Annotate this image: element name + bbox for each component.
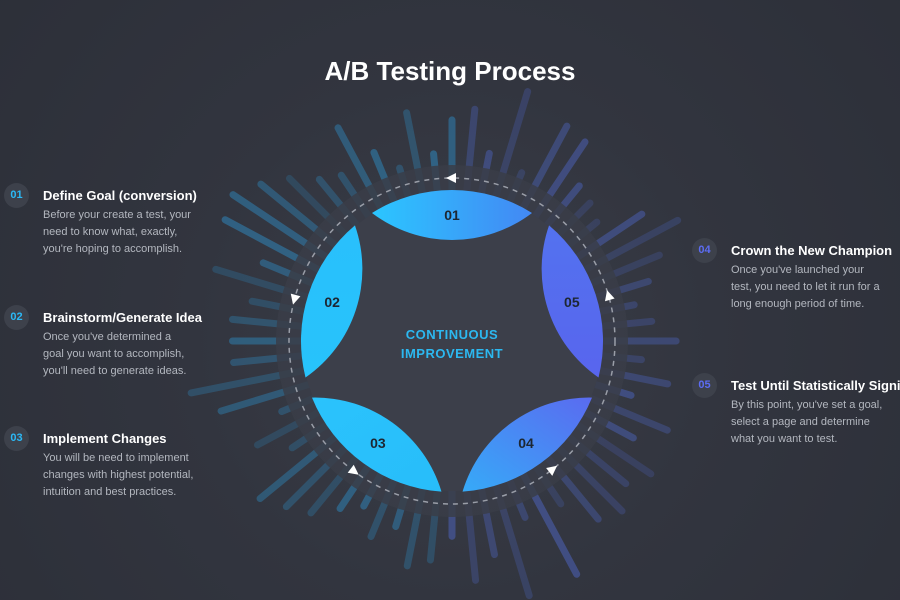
step-title: Crown the New Champion bbox=[731, 243, 893, 258]
center-label-line1: CONTINUOUS bbox=[406, 327, 498, 342]
step-title: Implement Changes bbox=[43, 431, 167, 446]
step-description: You will be need to implement changes wi… bbox=[43, 452, 194, 498]
step-description: Once you've launched your test, you need… bbox=[731, 264, 880, 310]
step-title: Define Goal (conversion) bbox=[43, 188, 197, 203]
flow-arrow-icon bbox=[290, 293, 301, 305]
segment-label: 03 bbox=[370, 435, 386, 451]
segment-01 bbox=[371, 189, 533, 240]
step-description: By this point, you've set a goal, select… bbox=[731, 399, 883, 445]
step-description: Once you've determined a goal you want t… bbox=[43, 331, 187, 377]
segment-label: 05 bbox=[564, 294, 580, 310]
flow-arrow-icon bbox=[604, 290, 615, 302]
step-title: Brainstorm/Generate Idea bbox=[43, 310, 202, 325]
dashed-cycle-ring bbox=[288, 177, 616, 505]
flow-arrow-icon bbox=[546, 465, 558, 476]
step-title: Test Until Statistically Significant bbox=[731, 378, 900, 393]
segment-04 bbox=[462, 397, 593, 492]
step-number-badge: 04 bbox=[692, 238, 717, 263]
step-number-badge: 02 bbox=[4, 305, 29, 330]
segment-03 bbox=[311, 397, 442, 492]
segment-label: 04 bbox=[518, 435, 534, 451]
flow-arrow-icon bbox=[347, 464, 359, 475]
step-number-badge: 01 bbox=[4, 183, 29, 208]
page-title: A/B Testing Process bbox=[324, 56, 576, 86]
step-number-badge: 03 bbox=[4, 426, 29, 451]
flow-arrow-icon bbox=[446, 173, 456, 183]
segment-02 bbox=[301, 225, 363, 378]
center-label-line2: IMPROVEMENT bbox=[401, 346, 503, 361]
segment-05 bbox=[541, 225, 603, 378]
step-number-badge: 05 bbox=[692, 373, 717, 398]
segment-label: 01 bbox=[444, 207, 460, 223]
step-description: Before your create a test, your need to … bbox=[43, 209, 191, 255]
segment-label: 02 bbox=[324, 294, 340, 310]
